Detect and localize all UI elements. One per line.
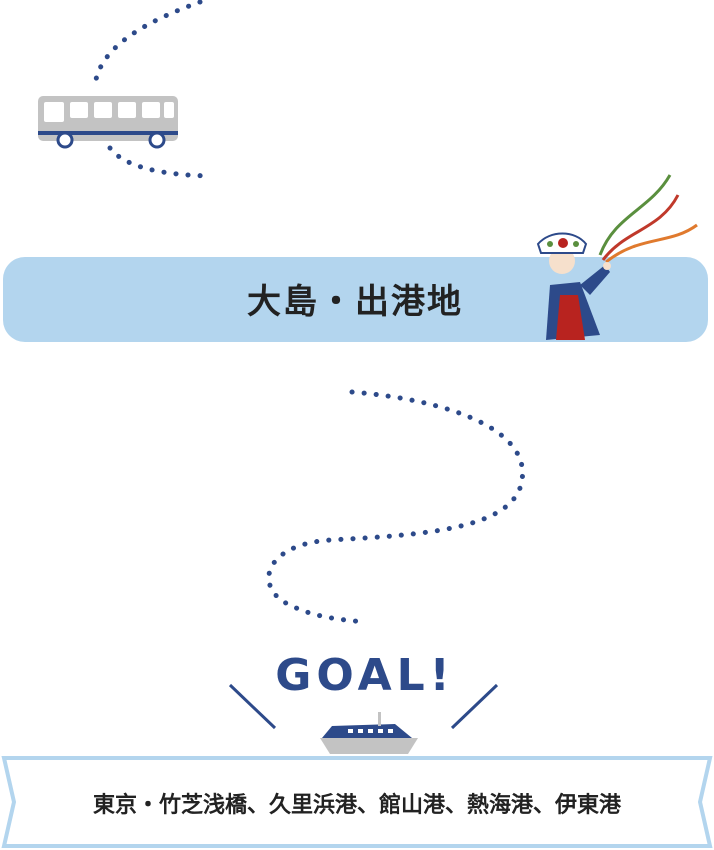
route-middle: [266, 389, 525, 625]
departure-label: 大島・出港地: [247, 282, 463, 322]
goal-text: GOAL!: [275, 650, 455, 701]
destination-label: 東京・竹芝浅橋、久里浜港、館山港、熱海港、伊東港: [92, 793, 621, 818]
